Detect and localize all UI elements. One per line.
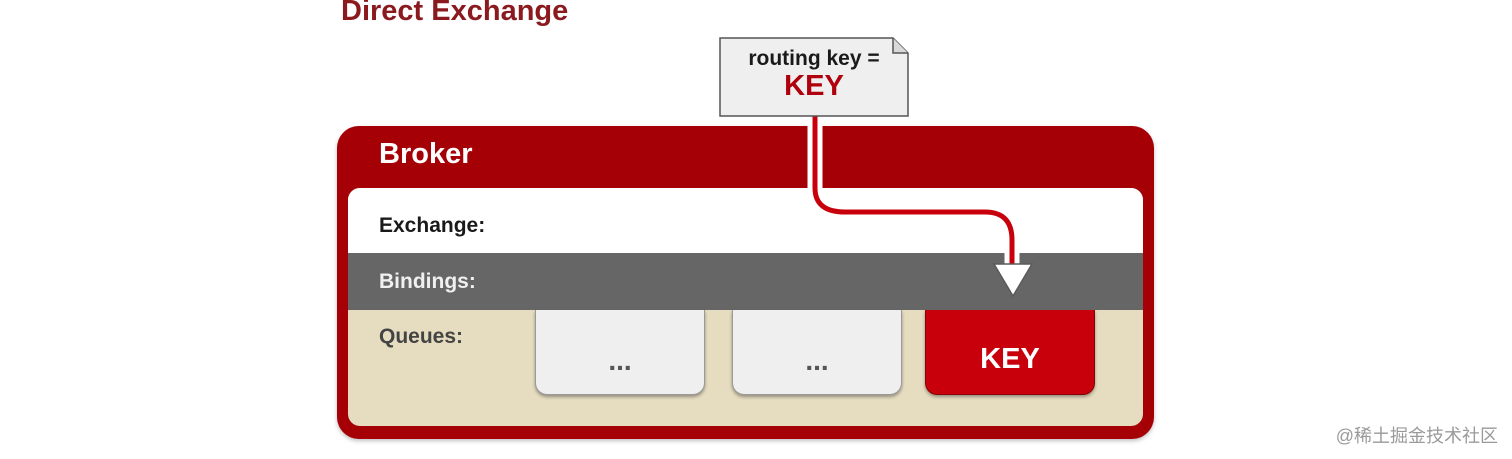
exchange-row: Exchange: [348,188,1143,253]
note-routing-key-value: KEY [784,70,844,102]
broker-label: Broker [379,138,473,170]
queue-box-1: ... [535,310,705,395]
queues-label: Queues: [379,325,464,348]
broker-box: Broker Exchange: Bindings: Queues: ... .… [337,126,1154,439]
diagram-title: Direct Exchange [341,0,569,27]
exchange-label: Exchange: [379,214,486,237]
bindings-label: Bindings: [379,270,476,293]
bindings-row: Bindings: [348,253,1143,310]
note-routing-key-label: routing key = [748,47,880,70]
broker-inner-panel: Exchange: Bindings: Queues: ... ... KEY [348,188,1143,426]
queue-box-2: ... [732,310,902,395]
watermark: @稀土掘金技术社区 [1335,426,1498,446]
queue-box-key: KEY [925,310,1095,395]
